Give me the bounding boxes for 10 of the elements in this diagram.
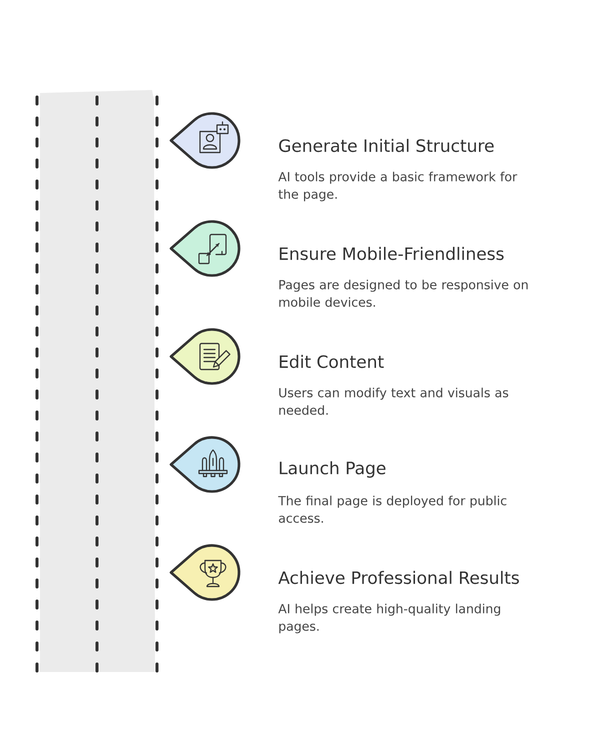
step-heading: Generate Initial Structure bbox=[279, 138, 494, 152]
step-description: Users can modify text and visuals as needed. bbox=[279, 388, 508, 415]
step-heading: Achieve Professional Results bbox=[278, 570, 519, 584]
step-description: AI tools provide a basic framework for the page. bbox=[278, 172, 518, 202]
step-heading: Ensure Mobile-Friendliness bbox=[280, 246, 504, 260]
step-heading: Edit Content bbox=[280, 354, 384, 368]
step-description: Pages are designed to be responsive on mobile devices. bbox=[279, 280, 528, 307]
step-heading: Launch Page bbox=[280, 461, 386, 478]
step-description: The final page is deployed for public access. bbox=[278, 496, 506, 523]
step-description: AI helps create high-quality landing pages. bbox=[278, 604, 500, 634]
